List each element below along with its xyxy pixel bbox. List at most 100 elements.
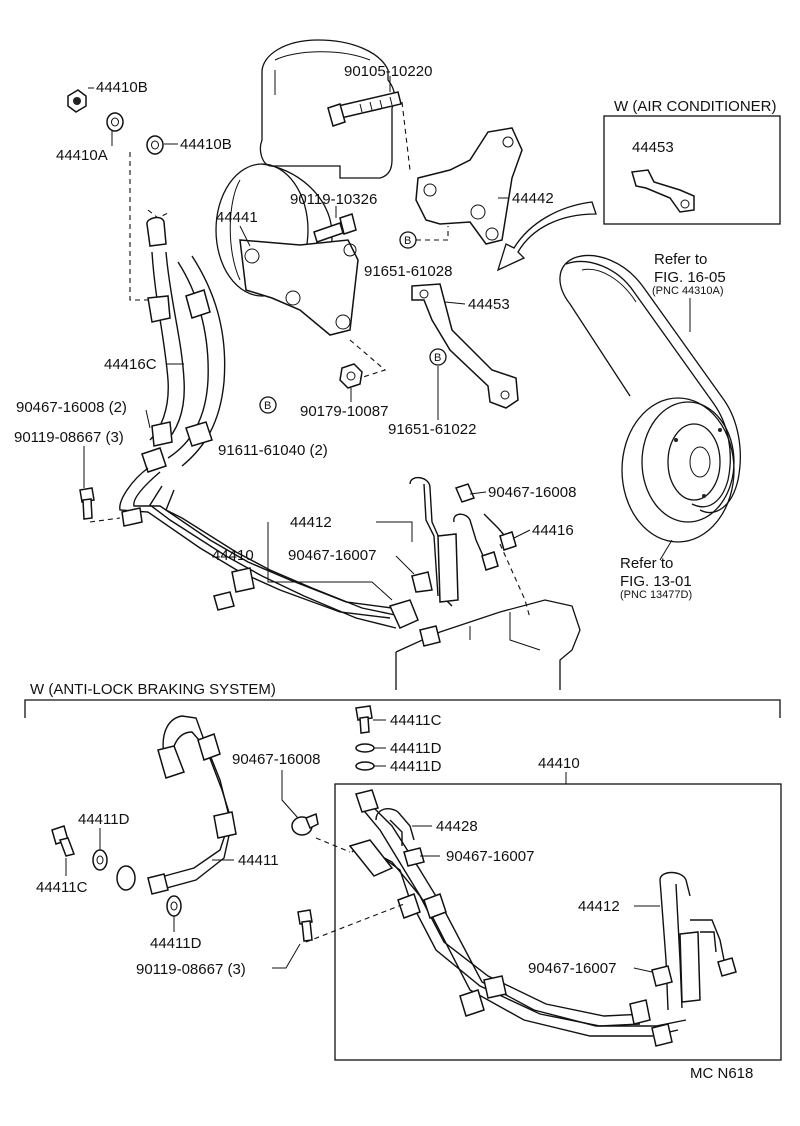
label-44442: 44442	[512, 190, 554, 207]
figure-code: MC N618	[690, 1065, 753, 1082]
label-90119-08667-3-bottom: 90119-08667 (3)	[136, 961, 246, 978]
abs-bolt-44411C	[355, 705, 373, 734]
label-44428: 44428	[436, 818, 478, 835]
leader-abs-90119-08667	[272, 943, 301, 969]
label-44410A: 44410A	[56, 147, 108, 164]
pressure-hose-44416C	[146, 216, 185, 447]
label-44410-top: 44410	[212, 547, 254, 564]
steering-gear-housing	[388, 599, 581, 690]
svg-text:B: B	[404, 235, 411, 247]
leader-90467-16008-2	[145, 409, 151, 429]
label-44453-ac: 44453	[632, 139, 674, 156]
leader-abs-bolt-to-pipe	[305, 903, 405, 943]
leader-44416	[513, 529, 531, 539]
belt-ref-line2: FIG. 16-05	[654, 269, 726, 286]
label-44411: 44411	[238, 852, 279, 869]
abs-section-bracket	[24, 699, 781, 718]
bracket-mark-91611-61040: B	[259, 396, 277, 414]
crankshaft-pulley	[621, 397, 735, 543]
leader-nut-to-bracket	[349, 339, 387, 379]
abs-bolt-44411C-left	[51, 825, 75, 857]
label-91651-61022: 91651-61022	[388, 421, 476, 438]
label-44411D-left: 44411D	[78, 811, 130, 828]
washer-44410A	[106, 112, 124, 132]
label-44411C-left: 44411C	[36, 879, 88, 896]
label-44412-abs: 44412	[578, 898, 620, 915]
label-90467-16008-2: 90467-16008 (2)	[16, 399, 127, 416]
leader-90467-16008-right	[469, 491, 487, 495]
pump-bracket-44441	[239, 239, 359, 336]
leader-abs-90467-16007-b	[633, 967, 653, 973]
leader-mark-to-bracket	[416, 226, 449, 241]
label-90179-10087: 90179-10087	[300, 403, 388, 420]
abs-return-hose-44428	[348, 808, 425, 877]
leader-90467-16007-top	[395, 555, 415, 575]
return-line-44416	[453, 483, 517, 571]
leader-44453	[444, 301, 466, 305]
svg-text:B: B	[434, 352, 441, 364]
abs-bolt-90119-08667	[297, 909, 313, 942]
label-44410-abs: 44410	[538, 755, 580, 772]
bolt-90105-10220	[327, 91, 402, 127]
pulley-ref-line3: (PNC 13477D)	[620, 589, 692, 601]
abs-washer-44411D-b	[355, 761, 375, 771]
label-91651-61028: 91651-61028	[364, 263, 452, 280]
pulley-ref-line1: Refer to	[620, 555, 673, 572]
label-44453: 44453	[468, 296, 510, 313]
bracket-44453	[411, 283, 519, 409]
label-90105-10220: 90105-10220	[344, 63, 432, 80]
label-90467-16007-abs: 90467-16007	[446, 848, 534, 865]
ac-arrow	[496, 201, 597, 272]
bolt-90119-10326	[313, 213, 357, 243]
leader-washer-to-hose	[129, 152, 150, 301]
leader-bolt-to-bracket	[401, 101, 411, 171]
air-conditioner-inset	[603, 115, 781, 225]
label-90467-16008-right: 90467-16008	[488, 484, 576, 501]
leader-pulley-ref	[659, 539, 673, 561]
label-90467-16008-abs: 90467-16008	[232, 751, 320, 768]
leader-44441	[239, 225, 251, 247]
label-44416: 44416	[532, 522, 574, 539]
label-44441: 44441	[216, 209, 258, 226]
leader-bolt-to-clamp	[89, 517, 121, 523]
label-w-air-conditioner: W (AIR CONDITIONER)	[614, 98, 777, 115]
label-90467-16007-top: 90467-16007	[288, 547, 376, 564]
label-44410B-mid: 44410B	[180, 136, 232, 153]
leader-hose-to-gear	[499, 543, 531, 619]
label-44411C-a: 44411C	[390, 712, 442, 729]
washer-44410B-mid	[146, 135, 164, 155]
bracket-44442	[415, 127, 523, 245]
label-90119-08667-3-top: 90119-08667 (3)	[14, 429, 124, 446]
label-90119-10326: 90119-10326	[290, 191, 377, 208]
bolt-90119-08667-top	[79, 487, 95, 520]
label-90467-16007-abs2: 90467-16007	[528, 960, 616, 977]
label-w-anti-lock-braking-system: W (ANTI-LOCK BRAKING SYSTEM)	[30, 681, 276, 698]
leader-abs-90467-16008	[281, 770, 299, 819]
label-44412-top: 44412	[290, 514, 332, 531]
return-hose	[141, 255, 226, 473]
svg-text:B: B	[264, 400, 271, 412]
bracket-mark-91651-61028: B	[399, 231, 417, 249]
bracket-mark-91651-61022: B	[429, 348, 447, 366]
abs-hose-44412	[651, 871, 737, 1011]
abs-washer-44411D-a	[355, 743, 375, 753]
leader-abs-clamp-to-hose	[315, 837, 351, 853]
nut-90179-10087	[339, 363, 363, 389]
label-44411D-b: 44411D	[390, 758, 442, 775]
label-44411D-bottom: 44411D	[150, 935, 202, 952]
label-44416C: 44416C	[104, 356, 157, 373]
pressure-pipe-44410	[119, 467, 401, 629]
abs-pipe-assembly-44410	[351, 789, 687, 1047]
abs-clamp-90467-16008	[291, 812, 319, 836]
hose-44412-top	[409, 477, 459, 607]
label-91611-61040-2: 91611-61040 (2)	[218, 442, 328, 459]
label-44410B-top: 44410B	[96, 79, 148, 96]
abs-washer-44411D-left	[92, 849, 108, 871]
abs-inset-box	[334, 783, 782, 1061]
belt-ref-line1: Refer to	[654, 251, 707, 268]
cap-44410B-top	[67, 89, 87, 113]
belt-ref-line3: (PNC 44310A)	[652, 285, 724, 297]
abs-washer-44411D-bottom	[166, 895, 182, 917]
leader-clip-to-hose	[147, 209, 171, 219]
